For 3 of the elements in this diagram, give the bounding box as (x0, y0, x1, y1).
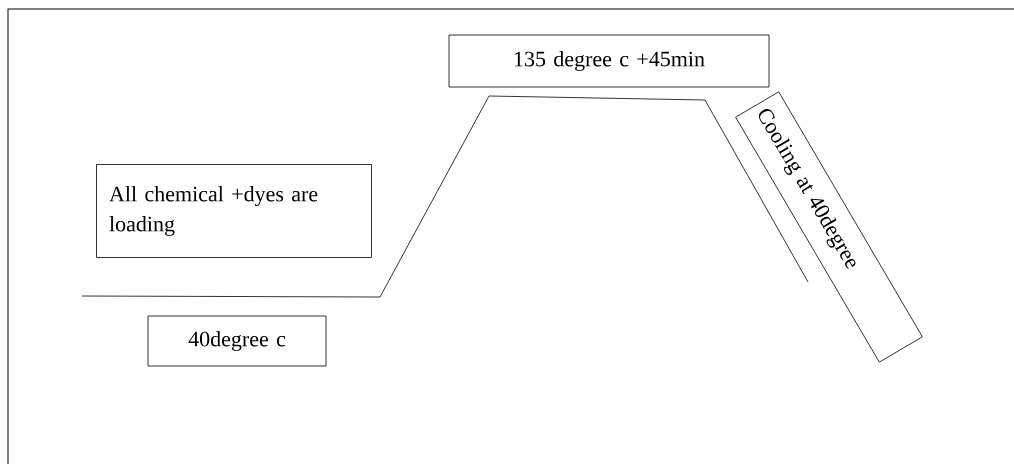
text-box: 40degree c (147, 315, 327, 367)
text-box: 135 degree c +45min (448, 34, 770, 88)
text-box: All chemical +dyes are loading (96, 164, 372, 258)
